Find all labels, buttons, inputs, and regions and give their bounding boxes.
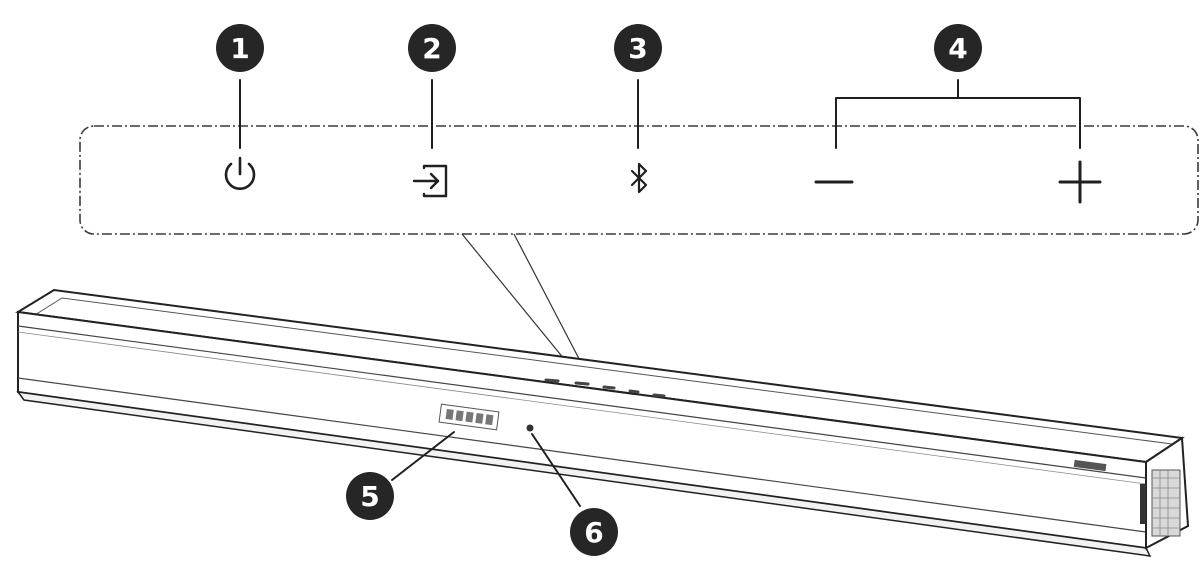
soundbar-body: [15, 288, 1190, 557]
callout-4-badge: 4: [934, 24, 982, 72]
front-display: [438, 403, 500, 431]
side-grille: [1151, 469, 1181, 537]
callout-5-leader: [391, 431, 455, 481]
callout-1-badge: 1: [216, 24, 264, 72]
power-icon[interactable]: [224, 156, 256, 191]
callout-4-number: 4: [948, 32, 967, 65]
callout-1-number: 1: [230, 32, 249, 65]
callout-5-number: 5: [360, 480, 379, 513]
top-buttons: [544, 378, 666, 398]
callout-5-badge: 5: [346, 472, 394, 520]
callout-6-badge: 6: [570, 508, 618, 556]
plus-icon[interactable]: [1058, 160, 1102, 204]
remote-sensor: [526, 424, 534, 432]
callout-2-badge: 2: [408, 24, 456, 72]
callout-6-leader: [531, 433, 581, 507]
input-source-icon[interactable]: [412, 164, 448, 198]
callout-6-number: 6: [584, 516, 603, 549]
zoom-line-left: [461, 233, 579, 377]
callout-4-bracket: [835, 79, 1081, 149]
zoom-line-right: [513, 233, 589, 377]
callout-3-number: 3: [628, 32, 647, 65]
bluetooth-icon[interactable]: [630, 162, 648, 194]
callout-3-badge: 3: [614, 24, 662, 72]
callout-2-number: 2: [422, 32, 441, 65]
brand-logo-mark: [1073, 459, 1107, 472]
